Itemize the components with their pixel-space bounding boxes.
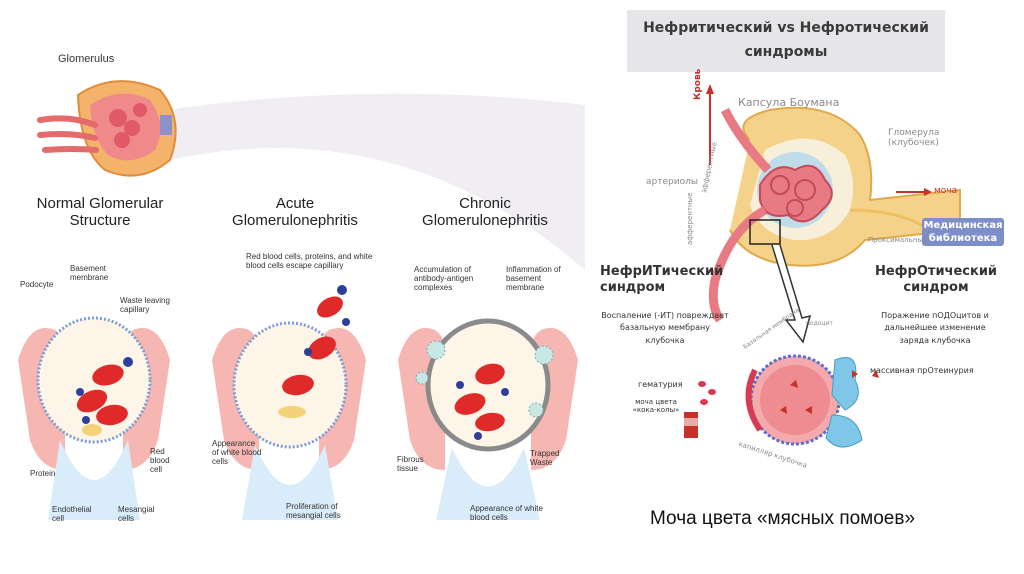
- urine-color-label: моча цвета «кока-колы»: [632, 398, 680, 415]
- watermark-line1: Медицинская: [923, 220, 1003, 231]
- red-blood-cell-label: Red blood cell: [150, 447, 170, 474]
- trapped-waste-label: Trapped Waste: [530, 449, 560, 467]
- capsule-label: Капсула Боумана: [738, 96, 840, 109]
- chronic-title: Chronic Glomerulonephritis: [422, 195, 548, 229]
- protein-label: Protein: [30, 469, 56, 478]
- hematuria-drops: [698, 381, 716, 405]
- red-blood-cells: [76, 296, 505, 432]
- fibrous-label: Fibrous tissue: [397, 455, 424, 473]
- cola-cup: [684, 412, 698, 438]
- acute-title: Acute Glomerulonephritis: [232, 195, 358, 229]
- afferent-label: афферентные: [686, 192, 694, 245]
- endothelial-label: Endothelial cell: [52, 505, 92, 523]
- basement-membrane-label: Basement membrane: [70, 264, 109, 282]
- hematuria-label: гематурия: [638, 380, 683, 389]
- nephrotic-desc: Поражение пОДОцитов и дальнейшее изменен…: [881, 311, 989, 345]
- podocyte-label: Podocyte: [20, 280, 54, 289]
- left-illustration: [18, 80, 585, 520]
- proliferation-label: Proliferation of mesangial cells: [286, 502, 341, 520]
- normal-panel: [18, 316, 170, 520]
- header-line2: синдромы: [744, 44, 828, 60]
- mesangial-label: Mesangial cells: [118, 505, 155, 523]
- glomerulus-overview-icon: [37, 80, 177, 177]
- white-blood-cells: [76, 285, 509, 440]
- chronic-wbc-label: Appearance of white blood cells: [470, 504, 543, 522]
- watermark-badge: [922, 218, 1004, 246]
- efferent-arteriole: [720, 107, 772, 174]
- arterioles-label: артериолы: [646, 177, 698, 187]
- capillary-cross-section: [745, 354, 879, 448]
- accumulation-label: Accumulation of antibody-antigen complex…: [414, 265, 474, 292]
- header-box: [627, 10, 945, 72]
- caption: Моча цвета «мясных помоев»: [650, 508, 916, 529]
- nephrotic-title: НефрОтический синдром: [874, 264, 998, 295]
- nephritic-desc: Воспаление (-ИТ) повреждает базальную ме…: [601, 311, 729, 345]
- urine-label: моча: [934, 186, 958, 196]
- glomerula-label: Гломерула (клубочек): [888, 128, 940, 148]
- blood-label: Кровь: [693, 68, 703, 100]
- podocyte-ru-label: подоцит: [806, 320, 833, 327]
- proximal-label: Проксимальный каналец: [868, 236, 928, 244]
- nephritic-title: НефрИТический синдром: [600, 264, 724, 295]
- afferent-arteriole: [708, 206, 768, 323]
- glomerulus-knot: [757, 152, 833, 228]
- magnification-swoosh: [165, 93, 585, 270]
- inflammation-label: Inflammation of basement membrane: [506, 265, 561, 292]
- acute-panel: [212, 321, 366, 520]
- chronic-panel: [398, 318, 578, 520]
- normal-title: Normal Glomerular Structure: [36, 195, 164, 229]
- header-line1: Нефритический vs Нефротический: [643, 20, 929, 36]
- acute-wbc-label: Appearance of white blood cells: [212, 439, 262, 466]
- proteinuria-label: массивная прОтеинурия: [870, 366, 974, 375]
- watermark-line2: библиотека: [928, 233, 998, 244]
- waste-leaving-label: Waste leaving capillary: [120, 296, 170, 314]
- nephron-illustration: [684, 84, 961, 448]
- escape-capillary-label: Red blood cells, proteins, and white blo…: [246, 252, 373, 270]
- glomerulus-label: Glomerulus: [58, 53, 115, 65]
